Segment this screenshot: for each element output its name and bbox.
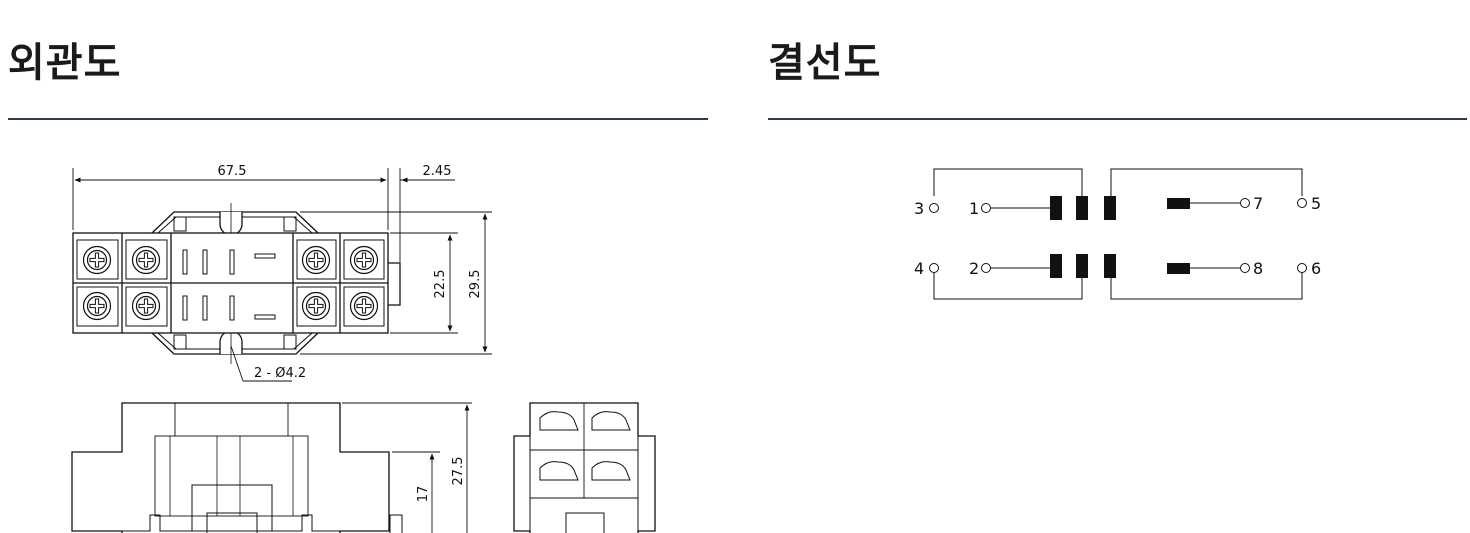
screw-icon	[131, 291, 161, 321]
screw-icon	[349, 245, 379, 275]
socket-top-view	[72, 203, 401, 364]
terminal-1-label: 1	[969, 199, 979, 218]
dimension-lines-side	[342, 402, 472, 533]
terminal-3-label: 3	[914, 199, 924, 218]
terminal-6-label: 6	[1311, 259, 1321, 278]
screw-icon	[301, 291, 331, 321]
dim-base-height: 17	[416, 486, 431, 503]
contact-blocks	[1050, 196, 1190, 278]
screw-icon	[301, 245, 331, 275]
wiring-section-title: 결선도	[768, 40, 882, 86]
terminal-8-label: 8	[1253, 259, 1263, 278]
terminal-7-label: 7	[1253, 194, 1263, 213]
dim-body-height: 27.5	[451, 457, 466, 486]
dimension-lines-top	[72, 168, 492, 382]
wiring-diagram: 3 1 4 2 7 5 8 6	[914, 168, 1321, 300]
terminal-5-label: 5	[1311, 194, 1321, 213]
exterior-section-title: 외관도	[8, 40, 122, 86]
screw-icon	[82, 291, 112, 321]
terminal-2-label: 2	[969, 259, 979, 278]
dim-outer-height: 29.5	[468, 270, 483, 299]
socket-side-view	[71, 402, 403, 533]
screw-icon	[131, 245, 161, 275]
terminal-4-label: 4	[914, 259, 924, 278]
screw-icon	[349, 291, 379, 321]
dim-width-total: 67.5	[218, 164, 247, 179]
socket-end-view	[513, 402, 656, 533]
screw-icon	[82, 245, 112, 275]
wiring-divider	[768, 118, 1467, 120]
dim-edge-offset: 2.45	[423, 164, 452, 179]
exterior-divider	[8, 118, 708, 120]
dim-inner-height: 22.5	[433, 270, 448, 299]
dim-holes: 2 - Ø4.2	[254, 366, 306, 381]
